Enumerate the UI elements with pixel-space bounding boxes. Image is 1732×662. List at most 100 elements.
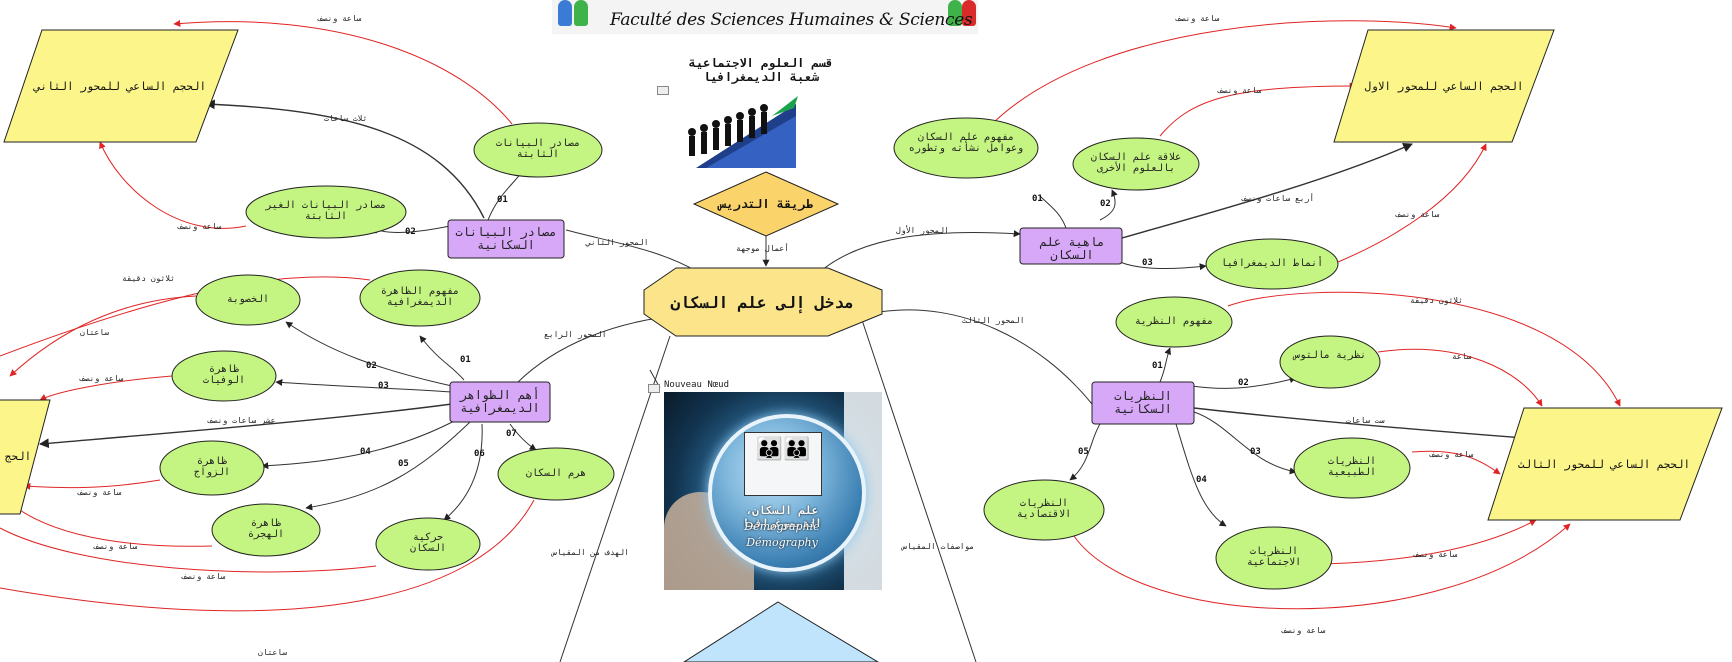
- demography-photo: 👪👪 علم السكان، الديموغرافيا Démographie …: [664, 392, 882, 590]
- connector-axis2: [565, 229, 699, 273]
- svg-text:01: 01: [1152, 361, 1163, 371]
- svg-text:02: 02: [366, 361, 377, 371]
- svg-text:01: 01: [497, 195, 508, 205]
- specs-label: مواصفات المقياس: [902, 542, 975, 551]
- svg-text:04: 04: [1196, 475, 1207, 485]
- hours-axis1-text: الحجم الساعي للمحور الاول: [1365, 80, 1524, 93]
- connector-axis4: [515, 317, 659, 385]
- family-icon: 👪👪: [744, 432, 822, 496]
- hours-axis2-text: الحجم الساعي للمحور الثاني: [33, 80, 206, 93]
- topic2-label[interactable]: مصادر البيانات السكانية: [455, 225, 557, 252]
- t4g-shape: [497, 447, 615, 501]
- t1c-shape: [1205, 238, 1339, 290]
- hours-axis1-shape: [1333, 29, 1555, 143]
- hours-axis3-shape: [1487, 407, 1723, 521]
- duration-label: ساعة ونصف: [178, 222, 222, 231]
- faculty-banner: Faculté des Sciences Humaines & Sciences…: [552, 0, 978, 34]
- connector-axis1: [821, 230, 1021, 271]
- duration-label: ساعة ونصف: [318, 14, 362, 23]
- duration-label: ست ساعات: [1346, 416, 1385, 425]
- t3a-shape: [1115, 296, 1233, 348]
- duration-label: ساعة: [1452, 352, 1472, 361]
- t4a-label[interactable]: مفهوم الظاهرة الديمغرافية: [380, 286, 460, 308]
- duration-label: ساعة ونصف: [1414, 550, 1458, 559]
- blue-figure-icon: [558, 0, 572, 26]
- duration-label: ساعة ونصف: [80, 374, 124, 383]
- svg-text:05: 05: [398, 459, 409, 469]
- t4d-shape: [159, 440, 265, 496]
- svg-text:06: 06: [474, 449, 485, 459]
- topic3-label[interactable]: النظريات السكانية: [1114, 389, 1172, 416]
- hours-axis4-shape: [0, 399, 51, 515]
- t3d-label[interactable]: النظريات الاجتماعية: [1246, 546, 1302, 568]
- duration-label: ساعة ونصف: [182, 572, 226, 581]
- svg-text:03: 03: [378, 381, 389, 391]
- image-placeholder-icon: [648, 384, 660, 393]
- svg-text:07: 07: [506, 429, 517, 439]
- hours-axis2-shape: [3, 29, 239, 143]
- red-figure-icon: [962, 0, 976, 26]
- hours-axis3-text: الحجم الساعي للمحور الثالث: [1518, 458, 1690, 471]
- method-shape: [692, 171, 840, 237]
- duration-label: ثلاث ساعات: [324, 114, 368, 123]
- t4f-label[interactable]: حركية السكان: [409, 532, 447, 554]
- image-node-label[interactable]: Nouveau Nœud: [664, 380, 730, 390]
- t3d-shape: [1215, 526, 1333, 590]
- duration-label: أربع ساعات ونصف: [1242, 194, 1315, 203]
- growth-people-icon: [688, 96, 798, 168]
- method-edge-label: أعمال موجهة: [736, 244, 789, 253]
- t4c-shape: [171, 350, 277, 402]
- duration-label: ساعة ونصف: [1218, 86, 1262, 95]
- axis2-label: المحور الثاني: [586, 238, 649, 247]
- svg-text:02: 02: [1238, 378, 1249, 388]
- svg-text:05: 05: [1078, 447, 1089, 457]
- connector-specs: [861, 319, 977, 662]
- topic1-label[interactable]: ماهية علم السكان: [1039, 235, 1105, 262]
- svg-text:01: 01: [460, 355, 471, 365]
- t4e-label[interactable]: ظاهرة الهجرة: [247, 518, 285, 540]
- t4b-shape: [195, 274, 301, 326]
- center-title: مدخل إلى علم السكان: [670, 293, 853, 313]
- topic4-shape: [449, 381, 551, 423]
- t2a-shape: [473, 122, 603, 178]
- t4c-label[interactable]: ظاهرة الوفيات: [202, 364, 246, 386]
- t3c-shape: [1293, 437, 1411, 499]
- t2b-label[interactable]: مصادر البيانات الغير الثابتة: [265, 200, 387, 222]
- t4b-label[interactable]: الخصوبة: [226, 294, 270, 305]
- duration-label: عشر ساعات ونصف: [208, 416, 276, 425]
- t4g-label[interactable]: هرم السكان: [525, 468, 587, 479]
- duration-label: ساعة ونصف: [1282, 626, 1326, 635]
- t3c-label[interactable]: النظريات الطبيعية: [1327, 456, 1377, 478]
- topic3-shape: [1091, 381, 1195, 425]
- photo-arabic-text: علم السكان، الديموغرافيا: [742, 504, 822, 530]
- t3b-shape: [1279, 335, 1381, 389]
- duration-label: ثلاثون دقيقة: [1410, 296, 1463, 305]
- duration-label: ساعة ونصف: [78, 488, 122, 497]
- department-title: قسم العلوم الاجتماعية شعبة الديمغرافيا: [688, 56, 834, 84]
- t1b-label[interactable]: علاقة علم السكان بالعلوم الأخرى: [1090, 152, 1182, 174]
- t1c-label[interactable]: أنماط الديمغرافيا: [1220, 258, 1324, 269]
- faculty-name: Faculté des Sciences Humaines & Sciences…: [610, 10, 978, 30]
- topic4-label[interactable]: أهم الظواهر الديمغرافية: [460, 388, 540, 415]
- t4d-label[interactable]: ظاهرة الزواج: [193, 456, 231, 478]
- goal-shape: [683, 601, 879, 662]
- t1a-shape: [893, 117, 1039, 179]
- svg-text:02: 02: [405, 227, 416, 237]
- green-figure-icon: [574, 0, 588, 26]
- duration-label: ساعة ونصف: [1430, 450, 1474, 459]
- svg-text:02: 02: [1100, 199, 1111, 209]
- image-placeholder-icon: [657, 86, 669, 95]
- photo-english-text: Démography: [746, 536, 818, 549]
- duration-label: ساعة ونصف: [1396, 210, 1440, 219]
- t2a-label[interactable]: مصادر البيانات الثابتة: [495, 138, 581, 160]
- hours-axis4-text: الحج: [5, 450, 32, 463]
- goal-label: الهدف من المقياس: [552, 548, 630, 557]
- axis3-label: المحور الثالث: [962, 316, 1025, 325]
- t3a-label[interactable]: مفهوم النظرية: [1134, 316, 1214, 327]
- t3b-label[interactable]: نظرية مالتوس: [1293, 350, 1367, 361]
- center-shape: [643, 267, 883, 337]
- t1a-label[interactable]: مفهوم علم السكان وعوامل نشأته وتطوره: [908, 132, 1024, 154]
- t3e-label[interactable]: النظريات الاقتصادية: [1016, 498, 1072, 520]
